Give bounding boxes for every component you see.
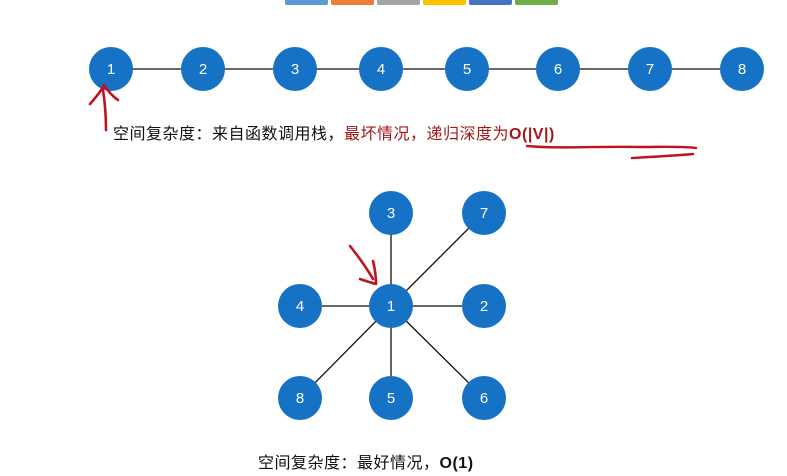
star-node-4: 4 <box>278 284 322 328</box>
star-node-7-circle <box>462 191 506 235</box>
star-node-3-label: 3 <box>387 205 395 222</box>
chain-node-7-circle <box>628 47 672 91</box>
start-arrow-star <box>348 244 378 286</box>
star-node-3-circle <box>369 191 413 235</box>
star-node-7-label: 7 <box>480 205 488 222</box>
chain-node-3-label: 3 <box>291 61 299 78</box>
star-node-8-circle <box>278 376 322 420</box>
star-node-center-label: 1 <box>387 298 395 315</box>
handwritten-annotations <box>88 83 698 286</box>
star-node-5-circle <box>369 376 413 420</box>
color-swatch-4 <box>423 0 466 5</box>
star-node-center-circle <box>369 284 413 328</box>
top-caption-bound: O(|V|) <box>509 126 555 143</box>
underline-depth-2 <box>630 152 695 160</box>
star-node-6: 6 <box>462 376 506 420</box>
chain-node-8: 8 <box>720 47 764 91</box>
star-node-2: 2 <box>462 284 506 328</box>
chain-node-6-circle <box>536 47 580 91</box>
chain-node-7: 7 <box>628 47 672 91</box>
star-nodes: 3 7 2 6 5 8 4 1 <box>278 191 506 420</box>
star-node-4-label: 4 <box>296 298 304 315</box>
star-node-6-label: 6 <box>480 390 488 407</box>
chain-node-4-label: 4 <box>377 61 385 78</box>
star-node-4-circle <box>278 284 322 328</box>
chain-node-4: 4 <box>359 47 403 91</box>
chain-node-8-circle <box>720 47 764 91</box>
chain-node-2-circle <box>181 47 225 91</box>
color-swatch-2 <box>331 0 374 5</box>
chain-node-5-circle <box>445 47 489 91</box>
top-caption-depth: 递归深度为 <box>426 124 510 143</box>
color-swatch-3 <box>377 0 420 5</box>
chain-node-4-circle <box>359 47 403 91</box>
color-swatch-5 <box>469 0 512 5</box>
bottom-caption-prefix: 空间复杂度：最好情况， <box>258 453 440 472</box>
star-node-5: 5 <box>369 376 413 420</box>
chain-node-5-label: 5 <box>463 61 471 78</box>
chain-node-3: 3 <box>273 47 317 91</box>
chain-node-1-label: 1 <box>107 61 115 78</box>
star-node-8: 8 <box>278 376 322 420</box>
top-caption: 空间复杂度：来自函数调用栈，最坏情况，递归深度为O(|V|) <box>113 120 555 144</box>
chain-nodes: 1 2 3 4 5 6 7 8 <box>89 47 764 91</box>
chain-node-7-label: 7 <box>646 61 654 78</box>
chain-node-6-label: 6 <box>554 61 562 78</box>
star-node-5-label: 5 <box>387 390 395 407</box>
underline-depth-1 <box>525 144 698 150</box>
star-node-center: 1 <box>369 284 413 328</box>
star-node-7: 7 <box>462 191 506 235</box>
chain-node-2: 2 <box>181 47 225 91</box>
star-node-2-label: 2 <box>480 298 488 315</box>
top-caption-worst: 最坏情况， <box>344 124 427 143</box>
bottom-caption-bound: O(1) <box>439 455 474 472</box>
star-node-6-circle <box>462 376 506 420</box>
chain-node-2-label: 2 <box>199 61 207 78</box>
chain-node-5: 5 <box>445 47 489 91</box>
color-swatch-6 <box>515 0 558 5</box>
top-caption-prefix: 空间复杂度：来自函数调用栈， <box>113 124 345 143</box>
color-swatch-bar <box>285 0 558 5</box>
start-arrow-chain <box>88 83 120 132</box>
chain-node-8-label: 8 <box>738 61 746 78</box>
star-node-8-label: 8 <box>296 390 304 407</box>
chain-node-6: 6 <box>536 47 580 91</box>
star-node-2-circle <box>462 284 506 328</box>
chain-node-3-circle <box>273 47 317 91</box>
chain-node-1-circle <box>89 47 133 91</box>
bottom-caption: 空间复杂度：最好情况，O(1) <box>258 449 474 473</box>
color-swatch-1 <box>285 0 328 5</box>
star-node-3: 3 <box>369 191 413 235</box>
chain-node-1: 1 <box>89 47 133 91</box>
